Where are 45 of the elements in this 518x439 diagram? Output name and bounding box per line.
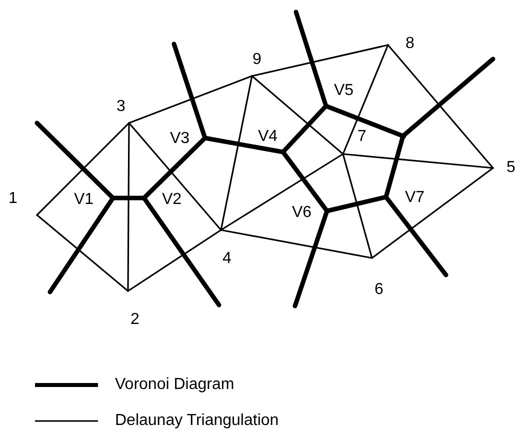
triangulation-edge <box>220 153 344 231</box>
point-label: 6 <box>372 258 384 299</box>
triangulation-edge <box>387 44 494 169</box>
triangulation-edge <box>36 214 129 292</box>
voronoi-edge <box>292 208 330 308</box>
triangulation-edge <box>128 122 222 231</box>
legend-text: Delaunay Triangulation <box>115 412 279 430</box>
triangulation-edge <box>342 153 373 259</box>
voronoi-edge <box>172 42 208 140</box>
point-label: V7 <box>386 189 425 207</box>
triangulation-edge <box>36 122 130 216</box>
triangulation-edge <box>251 44 389 77</box>
point-label: V4 <box>258 128 283 152</box>
voronoi-edge <box>142 136 208 200</box>
point-label: 9 <box>252 51 262 76</box>
voronoi-edge <box>294 10 328 108</box>
point-label: 1 <box>8 190 37 215</box>
point-label: 2 <box>128 291 140 329</box>
triangulation-edge <box>220 75 253 231</box>
voronoi-edge <box>280 104 328 154</box>
triangulation-edge <box>371 167 494 259</box>
triangulation-edge <box>128 75 253 124</box>
triangulation-edge <box>251 75 344 155</box>
voronoi-edge <box>400 56 496 138</box>
triangulation-edge <box>342 44 389 155</box>
triangulation-edge <box>220 229 373 259</box>
point-label: V1 <box>74 191 113 209</box>
voronoi-edge <box>280 150 330 214</box>
point-label: 8 <box>388 35 414 53</box>
voronoi-edge <box>384 194 448 278</box>
voronoi-edge <box>34 120 116 200</box>
point-label: 3 <box>116 98 129 123</box>
voronoi-edge <box>142 196 222 308</box>
point-label: V6 <box>292 204 327 222</box>
voronoi-edge <box>48 196 116 294</box>
point-label: V2 <box>144 191 182 209</box>
point-label: V3 <box>170 130 205 148</box>
legend-text: Voronoi Diagram <box>115 376 234 394</box>
triangulation-edge <box>127 122 130 292</box>
triangulation-edge <box>342 153 494 169</box>
point-label: 5 <box>493 159 516 177</box>
point-label: 4 <box>221 230 232 268</box>
point-label: V5 <box>326 82 354 106</box>
point-label: 7 <box>343 128 366 154</box>
triangulation-edge <box>127 229 222 292</box>
